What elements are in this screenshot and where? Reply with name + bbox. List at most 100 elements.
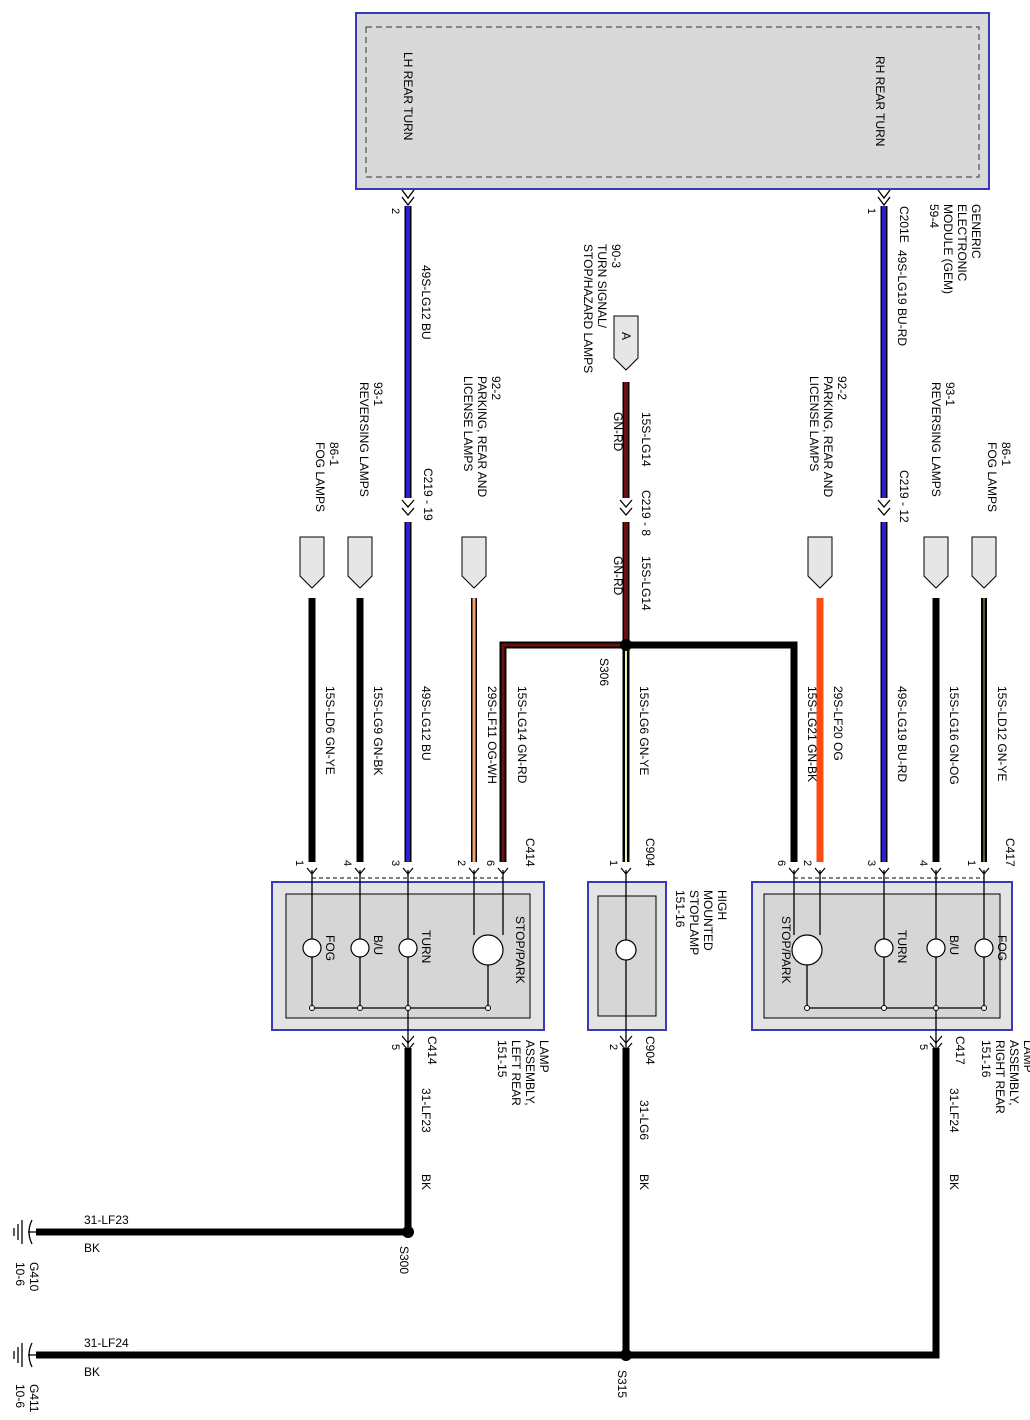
bulb-right-stop [791, 934, 823, 966]
right-fog-ref-2: FOG LAMPS [985, 442, 999, 512]
pc-c2 [619, 1035, 633, 1051]
right-assembly-line-1: LAMP [1021, 1040, 1030, 1073]
gem-title-line-2: ELECTRONIC [955, 204, 969, 282]
pc-r5 [929, 1035, 943, 1051]
lamp-right-turn: TURN [895, 930, 909, 963]
lamp-assembly-center [587, 881, 667, 1031]
label-49s-lg12-lower: 49S-LG12 BU [419, 686, 433, 761]
gem-connector-chevrons [401, 189, 891, 207]
right-parking-ref-2: PARKING, REAR AND [821, 376, 835, 497]
reference-labels: 90-3 TURN SIGNAL/ STOP/HAZARD LAMPS 93-1… [313, 244, 1013, 512]
gem-module: LH REAR TURN RH REAR TURN [355, 12, 990, 190]
dot-r2 [881, 1005, 887, 1011]
flag-left-parking [461, 536, 487, 589]
pin-left-3: 3 [389, 860, 401, 866]
dot-r1 [804, 1005, 810, 1011]
c219-19-chevron [401, 499, 415, 516]
pin-right-3: 3 [865, 860, 877, 866]
s306-label: S306 [597, 658, 611, 686]
pc-l2 [468, 867, 480, 875]
lamp-right-bu: B/U [947, 935, 961, 955]
label-15s-lg14-mid: 15S-LG14 [639, 556, 653, 611]
gem-chevron-rh [877, 189, 891, 207]
hms-line-4: 151-16 [673, 890, 687, 928]
right-fog-ref-1: 86-1 [999, 442, 1013, 466]
right-reversing-ref-1: 93-1 [943, 382, 957, 406]
lamp-left-stop: STOP/PARK [513, 916, 527, 984]
c219-12-chevron [877, 499, 891, 516]
right-reversing-ref-2: REVERSING LAMPS [929, 382, 943, 497]
flag-right-fog [971, 536, 997, 589]
c219-12-label: C219 - 12 [897, 470, 911, 523]
lh-rear-turn-label: LH REAR TURN [401, 52, 415, 140]
g410-label-1: G410 [27, 1262, 41, 1292]
left-assembly-line-4: 151-15 [495, 1040, 509, 1078]
label-31-lg6-color: BK [637, 1174, 651, 1190]
g410-label-2: 10-6 [13, 1262, 27, 1286]
left-assembly-line-3: LEFT REAR [509, 1040, 523, 1106]
lamp-labels: FOG B/U TURN STOP/PARK STOP/PARK TURN B/… [323, 890, 1030, 1114]
label-15s-ld6: 15S-LD6 GN-YE [323, 686, 337, 775]
pin-right-6: 6 [775, 860, 787, 866]
label-15s-lg14-upper-color: GN-RD [611, 412, 625, 452]
wire-31-lf23 [36, 1048, 412, 1236]
flag-turn-signal-a [613, 315, 639, 371]
s300-label: S300 [397, 1246, 411, 1274]
pin-left-2: 2 [455, 860, 467, 866]
right-assembly-line-2: ASSEMBLY, [1007, 1040, 1021, 1106]
dot-l4 [485, 1005, 491, 1011]
label-31-lf24: 31-LF24 [947, 1088, 961, 1133]
turn-signal-ref-2: TURN SIGNAL/ [595, 244, 609, 329]
bulb-right-fog [974, 938, 994, 958]
pc-l5 [401, 1035, 415, 1051]
g411-label-1: G411 [27, 1384, 41, 1413]
pc-r1 [978, 867, 990, 875]
ground-g410 [13, 1219, 36, 1245]
gem-title: GENERIC ELECTRONIC MODULE (GEM) 59-4 [927, 204, 983, 294]
splice-s306 [620, 639, 632, 651]
label-15s-lg9: 15S-LG9 GN-BK [371, 686, 385, 775]
right-parking-ref-3: LICENSE LAMPS [807, 376, 821, 471]
c414-top-label: C414 [523, 838, 537, 867]
lamp-left-bu: B/U [371, 935, 385, 955]
label-15s-lg14-upper: 15S-LG14 [639, 412, 653, 467]
lamp-right-stop: STOP/PARK [779, 916, 793, 984]
flag-left-fog [299, 536, 325, 589]
lamp-right-fog: FOG [995, 935, 1009, 961]
gem-module-inner [365, 26, 980, 178]
wire-15s-lg14-left-color [501, 643, 626, 862]
c201e-label: C201E [897, 206, 911, 243]
pin-right-4: 4 [917, 860, 929, 866]
bulbs [302, 934, 994, 966]
gem-chevron-lh [401, 189, 415, 207]
left-parking-ref-2: PARKING, REAR AND [475, 376, 489, 497]
flag-a-letter: A [619, 332, 633, 340]
hms-line-1: HIGH [715, 890, 729, 920]
right-assembly-line-4: 151-16 [979, 1040, 993, 1078]
lamp-left-turn: TURN [419, 930, 433, 963]
pc-l4 [354, 867, 366, 875]
pc-l6 [497, 867, 509, 875]
left-assembly-line-1: LAMP [537, 1040, 551, 1073]
turn-signal-ref-1: 90-3 [609, 244, 623, 268]
pc-r3 [878, 867, 890, 875]
c904-bottom-label: C904 [643, 1036, 657, 1065]
label-15s-lg21: 15S-LG21 GN-BK [805, 686, 819, 782]
dot-l2 [357, 1005, 363, 1011]
assembly-connector-labels: C414 C904 C417 C414 C904 C417 [425, 838, 1017, 1065]
c904-top-label: C904 [643, 838, 657, 867]
pin-center-1: 1 [607, 860, 619, 866]
hms-line-2: MOUNTED [701, 890, 715, 951]
pc-r6 [788, 867, 800, 875]
wire-labels: 49S-LG12 BU 49S-LG12 BU 49S-LG19 BU-RD 4… [84, 250, 1009, 1379]
wire-31-lf24 [36, 1048, 940, 1359]
label-49s-lg19-upper: 49S-LG19 BU-RD [895, 250, 909, 346]
label-49s-lg12-upper: 49S-LG12 BU [419, 265, 433, 340]
bulb-left-stop [472, 934, 504, 966]
gem-pin-lh: 2 [389, 208, 401, 214]
splice-s300 [402, 1226, 414, 1238]
label-31-lf23: 31-LF23 [419, 1088, 433, 1133]
c219-8-chevron [619, 499, 633, 516]
bus-dots [309, 1005, 987, 1011]
